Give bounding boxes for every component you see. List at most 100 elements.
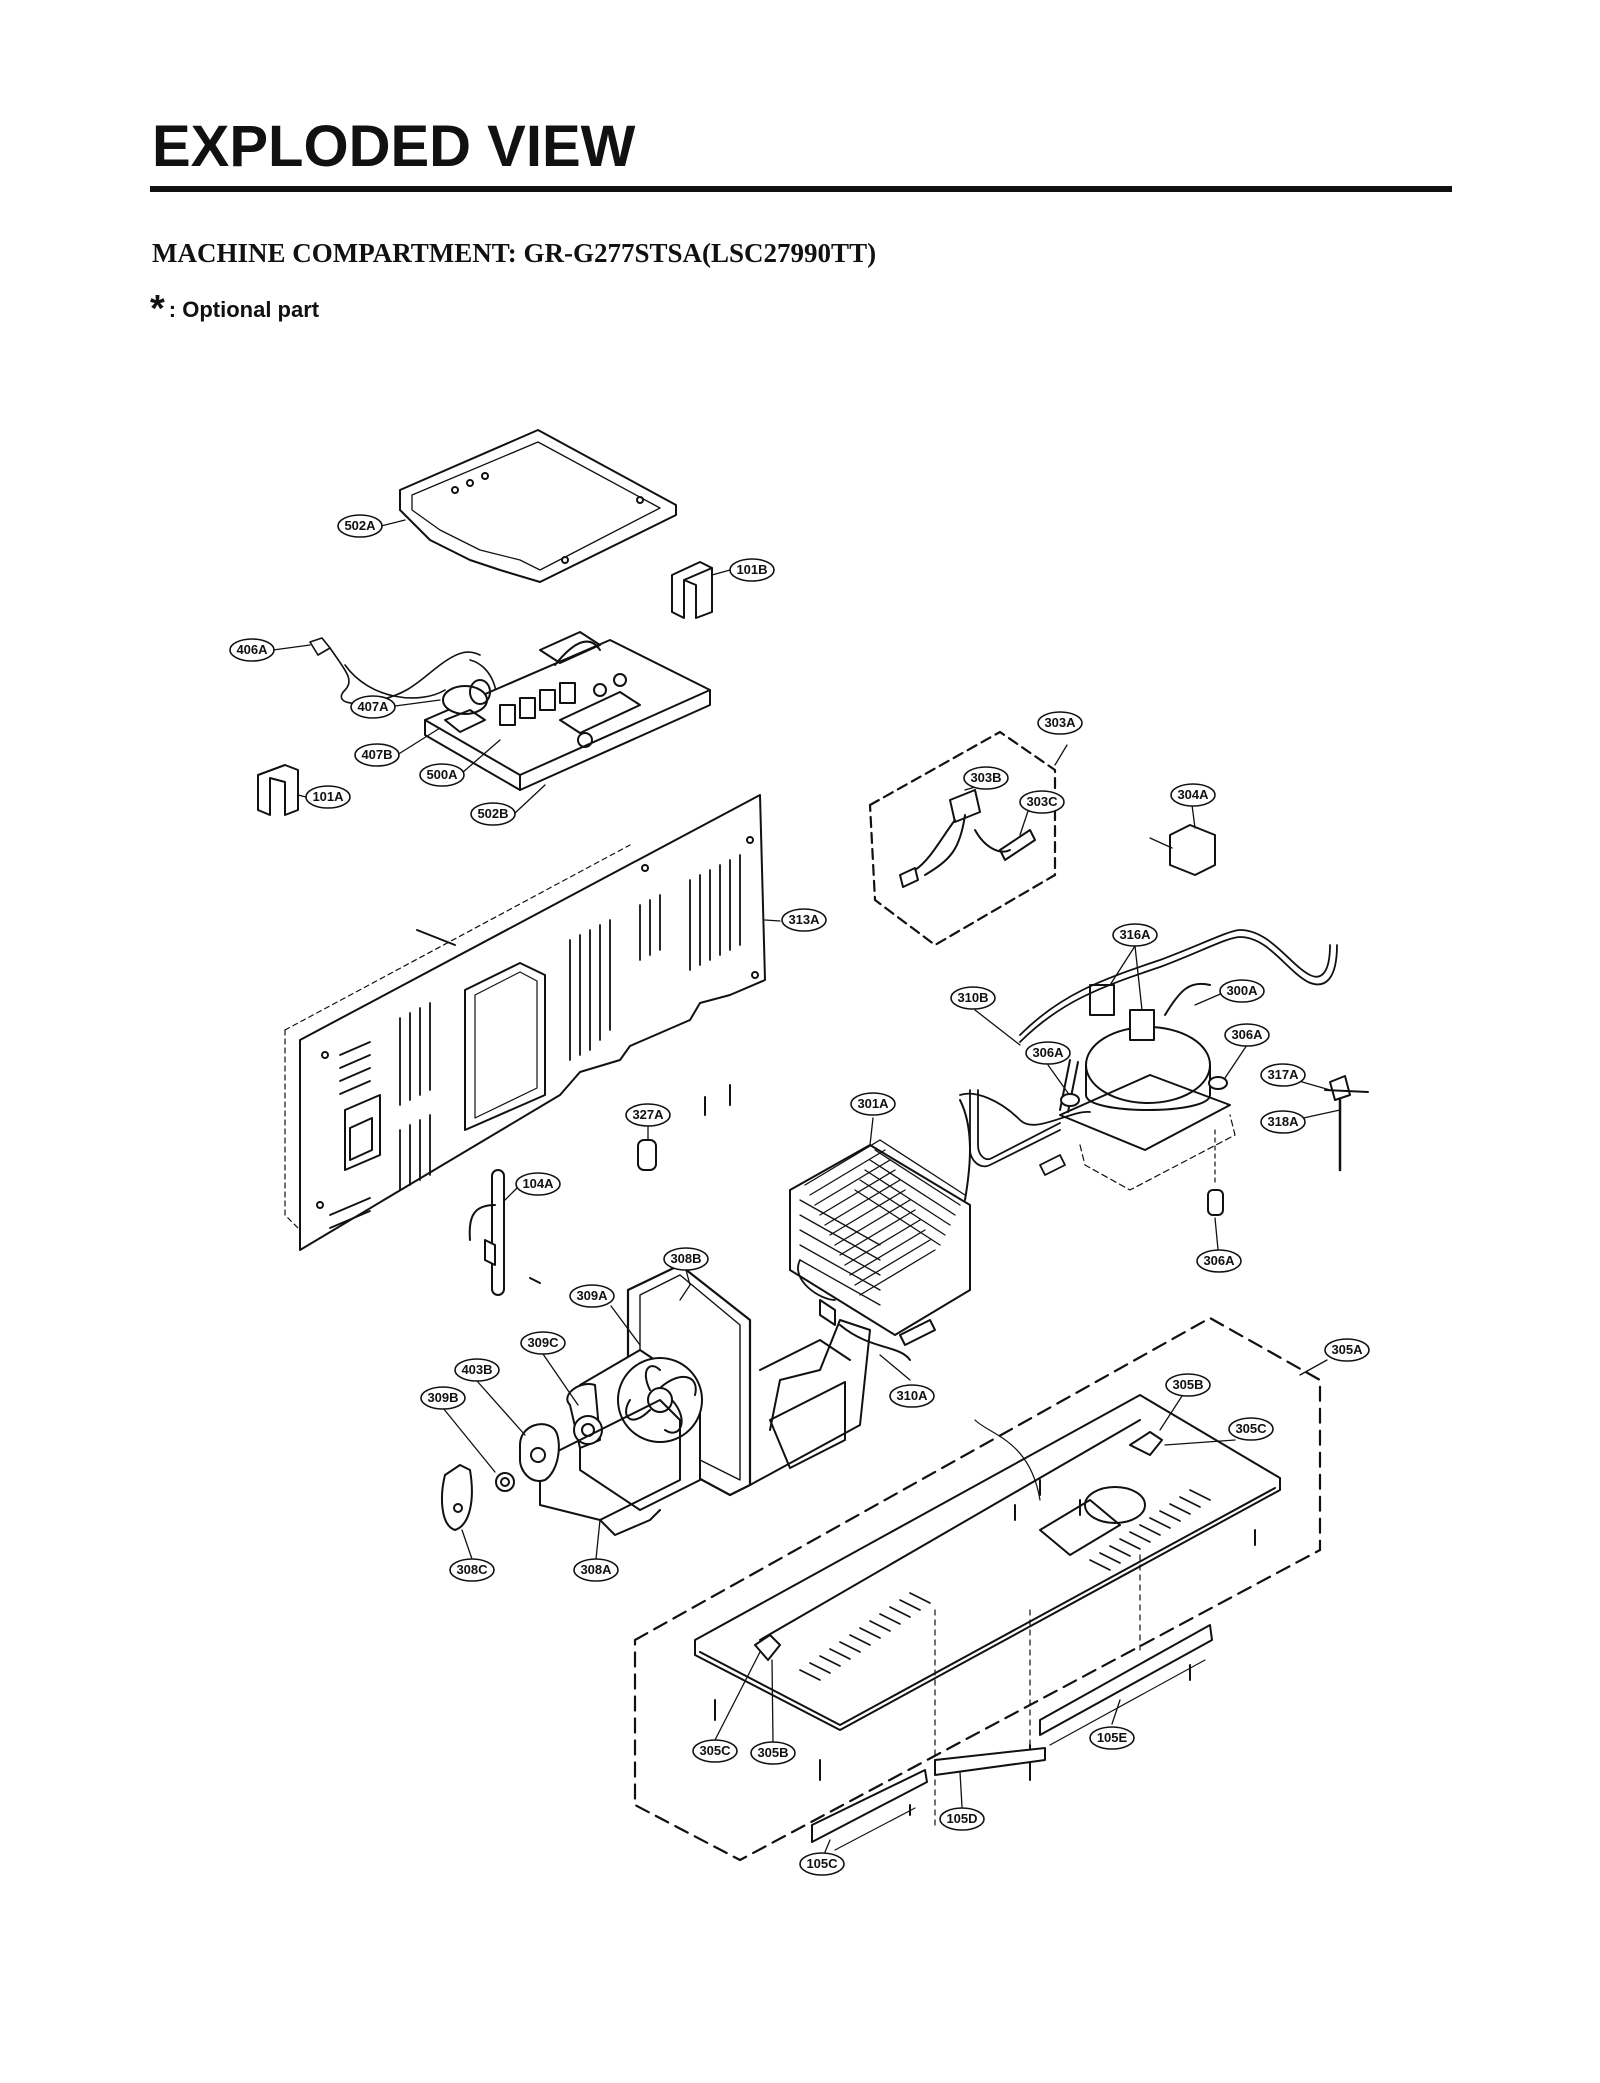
callout-313A: 313A — [781, 908, 827, 932]
callout-label-text: 310A — [896, 1388, 928, 1403]
callout-105E: 105E — [1089, 1726, 1135, 1750]
callout-500A: 500A — [419, 763, 465, 787]
optional-star: * — [150, 288, 165, 330]
callout-label-text: 101B — [736, 562, 767, 577]
callout-318A: 318A — [1260, 1110, 1306, 1134]
callout-label-text: 105C — [806, 1856, 838, 1871]
callout-301A: 301A — [850, 1092, 896, 1116]
part-discharge-pipe — [959, 929, 1338, 1176]
part-base-plate-group — [633, 1316, 1322, 1862]
callout-label-text: 309A — [576, 1288, 608, 1303]
callout-label-text: 306A — [1231, 1027, 1263, 1042]
callout-304A: 304A — [1170, 783, 1216, 807]
part-cushion — [637, 1084, 731, 1171]
callout-306A-1: 306A — [1025, 1041, 1071, 1065]
callout-306A-2: 306A — [1224, 1023, 1270, 1047]
callout-101B: 101B — [729, 558, 775, 582]
callout-308C: 308C — [449, 1558, 495, 1582]
callout-300A: 300A — [1219, 979, 1265, 1003]
callout-label-text: 301A — [857, 1096, 889, 1111]
callout-308B: 308B — [663, 1247, 709, 1271]
callout-label-text: 104A — [522, 1176, 554, 1191]
callout-309A: 309A — [569, 1284, 615, 1308]
part-drain-tube — [468, 1169, 541, 1296]
callout-label-text: 403B — [461, 1362, 492, 1377]
callout-label-text: 313A — [788, 912, 820, 927]
callout-label-text: 303A — [1044, 715, 1076, 730]
callout-308A: 308A — [573, 1558, 619, 1582]
callout-303C: 303C — [1019, 790, 1065, 814]
callout-305C-2: 305C — [692, 1739, 738, 1763]
callout-label-text: 310B — [957, 990, 988, 1005]
part-bracket-b — [671, 561, 713, 619]
callout-303A: 303A — [1037, 711, 1083, 735]
callout-label-text: 309C — [527, 1335, 559, 1350]
callout-label-text: 105D — [946, 1811, 977, 1826]
callout-label-text: 105E — [1097, 1730, 1128, 1745]
optional-note-text: : Optional part — [168, 297, 320, 322]
part-overload-protector — [1324, 1075, 1369, 1172]
callout-502A: 502A — [337, 514, 383, 538]
callout-303B: 303B — [963, 766, 1009, 790]
callout-label-text: 306A — [1032, 1045, 1064, 1060]
callout-labels: 502A 101B 406A 407A 407B 500A 502B 101A … — [229, 514, 1370, 1876]
callout-406A: 406A — [229, 638, 275, 662]
callout-309B: 309B — [420, 1386, 466, 1410]
callout-label-text: 305B — [1172, 1377, 1203, 1392]
part-rear-panel — [284, 794, 766, 1251]
callout-label-text: 502B — [477, 806, 508, 821]
callout-label-text: 305A — [1331, 1342, 1363, 1357]
callout-104A: 104A — [515, 1172, 561, 1196]
callout-407A: 407A — [350, 695, 396, 719]
callout-502B: 502B — [470, 802, 516, 826]
part-grommets — [1060, 1076, 1228, 1216]
callout-305C-1: 305C — [1228, 1417, 1274, 1441]
part-compressor — [1059, 982, 1236, 1191]
optional-note: *: Optional part — [150, 288, 319, 331]
callout-105C: 105C — [799, 1852, 845, 1876]
part-harness-group — [868, 730, 1057, 947]
callout-label-text: 308C — [456, 1562, 488, 1577]
callout-label-text: 303B — [970, 770, 1001, 785]
callout-309C: 309C — [520, 1331, 566, 1355]
callout-306A-3: 306A — [1196, 1249, 1242, 1273]
diagram-subtitle: MACHINE COMPARTMENT: GR-G277STSA(LSC2799… — [152, 238, 877, 268]
title-rule — [150, 186, 1452, 192]
part-control-box — [424, 631, 711, 791]
callout-label-text: 308A — [580, 1562, 612, 1577]
callout-317A: 317A — [1260, 1063, 1306, 1087]
callout-label-text: 305B — [757, 1745, 788, 1760]
callout-label-text: 316A — [1119, 927, 1151, 942]
callout-316A: 316A — [1112, 923, 1158, 947]
leader-lines — [272, 519, 1341, 1853]
callout-label-text: 407B — [361, 747, 392, 762]
callout-label-text: 300A — [1226, 983, 1258, 998]
callout-label-text: 318A — [1267, 1114, 1299, 1129]
callout-label-text: 406A — [236, 642, 268, 657]
callout-label-text: 306A — [1203, 1253, 1235, 1268]
callout-label-text: 303C — [1026, 794, 1058, 809]
callout-label-text: 308B — [670, 1251, 701, 1266]
callout-label-text: 101A — [312, 789, 344, 804]
callout-label-text: 500A — [426, 767, 458, 782]
callout-label-text: 305C — [1235, 1421, 1267, 1436]
callout-label-text: 304A — [1177, 787, 1209, 802]
part-relay-cover — [1149, 824, 1216, 876]
callout-407B: 407B — [354, 743, 400, 767]
part-bracket-a — [257, 764, 299, 816]
callout-label-text: 305C — [699, 1743, 731, 1758]
callout-310A: 310A — [889, 1384, 935, 1408]
callout-327A: 327A — [625, 1103, 671, 1127]
callout-label-text: 327A — [632, 1107, 664, 1122]
callout-305B-1: 305B — [1165, 1373, 1211, 1397]
part-fan-assembly — [441, 1263, 871, 1536]
callout-305B-2: 305B — [750, 1741, 796, 1765]
callout-label-text: 309B — [427, 1390, 458, 1405]
part-condenser — [789, 1099, 971, 1361]
part-cover-plate — [399, 429, 677, 583]
callout-label-text: 407A — [357, 699, 389, 714]
callout-label-text: 317A — [1267, 1067, 1299, 1082]
callout-105D: 105D — [939, 1807, 985, 1831]
callout-305A: 305A — [1324, 1338, 1370, 1362]
